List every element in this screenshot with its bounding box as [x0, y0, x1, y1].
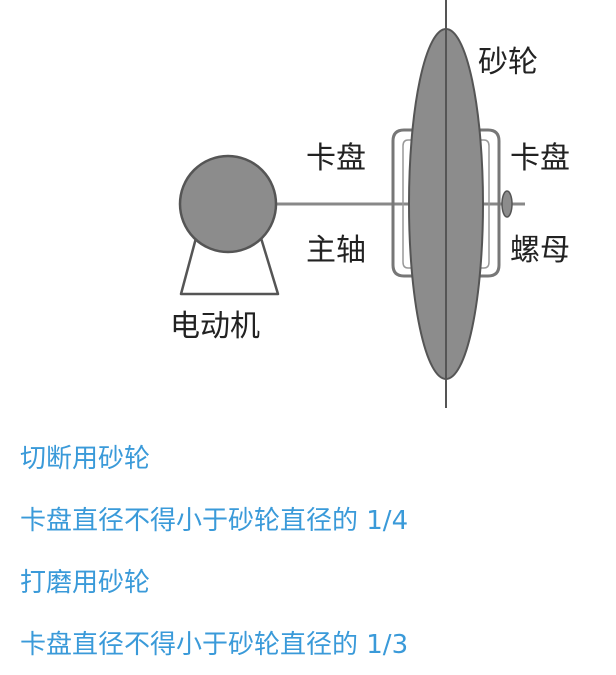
flange-left [391, 128, 421, 278]
flange-right-inner [473, 139, 490, 269]
nut [501, 190, 513, 218]
motor-body [178, 154, 278, 254]
label-wheel: 砂轮 [478, 45, 538, 80]
label-nut: 螺母 [510, 233, 570, 268]
note-polishing-wheel: 打磨用砂轮 [20, 568, 151, 598]
note-cutting-flange-ratio: 卡盘直径不得小于砂轮直径的 1/4 [20, 506, 409, 536]
grinding-wheel-diagram [178, 0, 525, 408]
label-flange-right: 卡盘 [510, 141, 570, 176]
label-flange-left: 卡盘 [306, 141, 366, 176]
label-motor: 电动机 [170, 309, 260, 344]
label-spindle: 主轴 [306, 233, 366, 268]
note-polishing-flange-ratio: 卡盘直径不得小于砂轮直径的 1/3 [20, 630, 409, 660]
motor-base [179, 237, 280, 296]
flange-left-inner [402, 139, 419, 269]
flange-right [471, 128, 501, 278]
note-cutting-wheel: 切断用砂轮 [20, 444, 151, 474]
